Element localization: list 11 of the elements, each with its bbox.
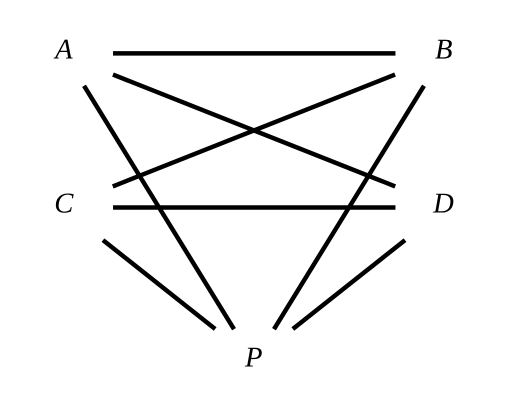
node-text: C [54,187,74,220]
node-text: P [245,341,263,374]
node-text: D [433,187,454,220]
node-text: B [434,32,452,65]
connector [291,238,406,330]
node-text: A [55,32,73,65]
connector [113,204,396,210]
connector [272,84,426,330]
connector [102,238,217,330]
connector [82,84,236,330]
connector [113,50,396,56]
